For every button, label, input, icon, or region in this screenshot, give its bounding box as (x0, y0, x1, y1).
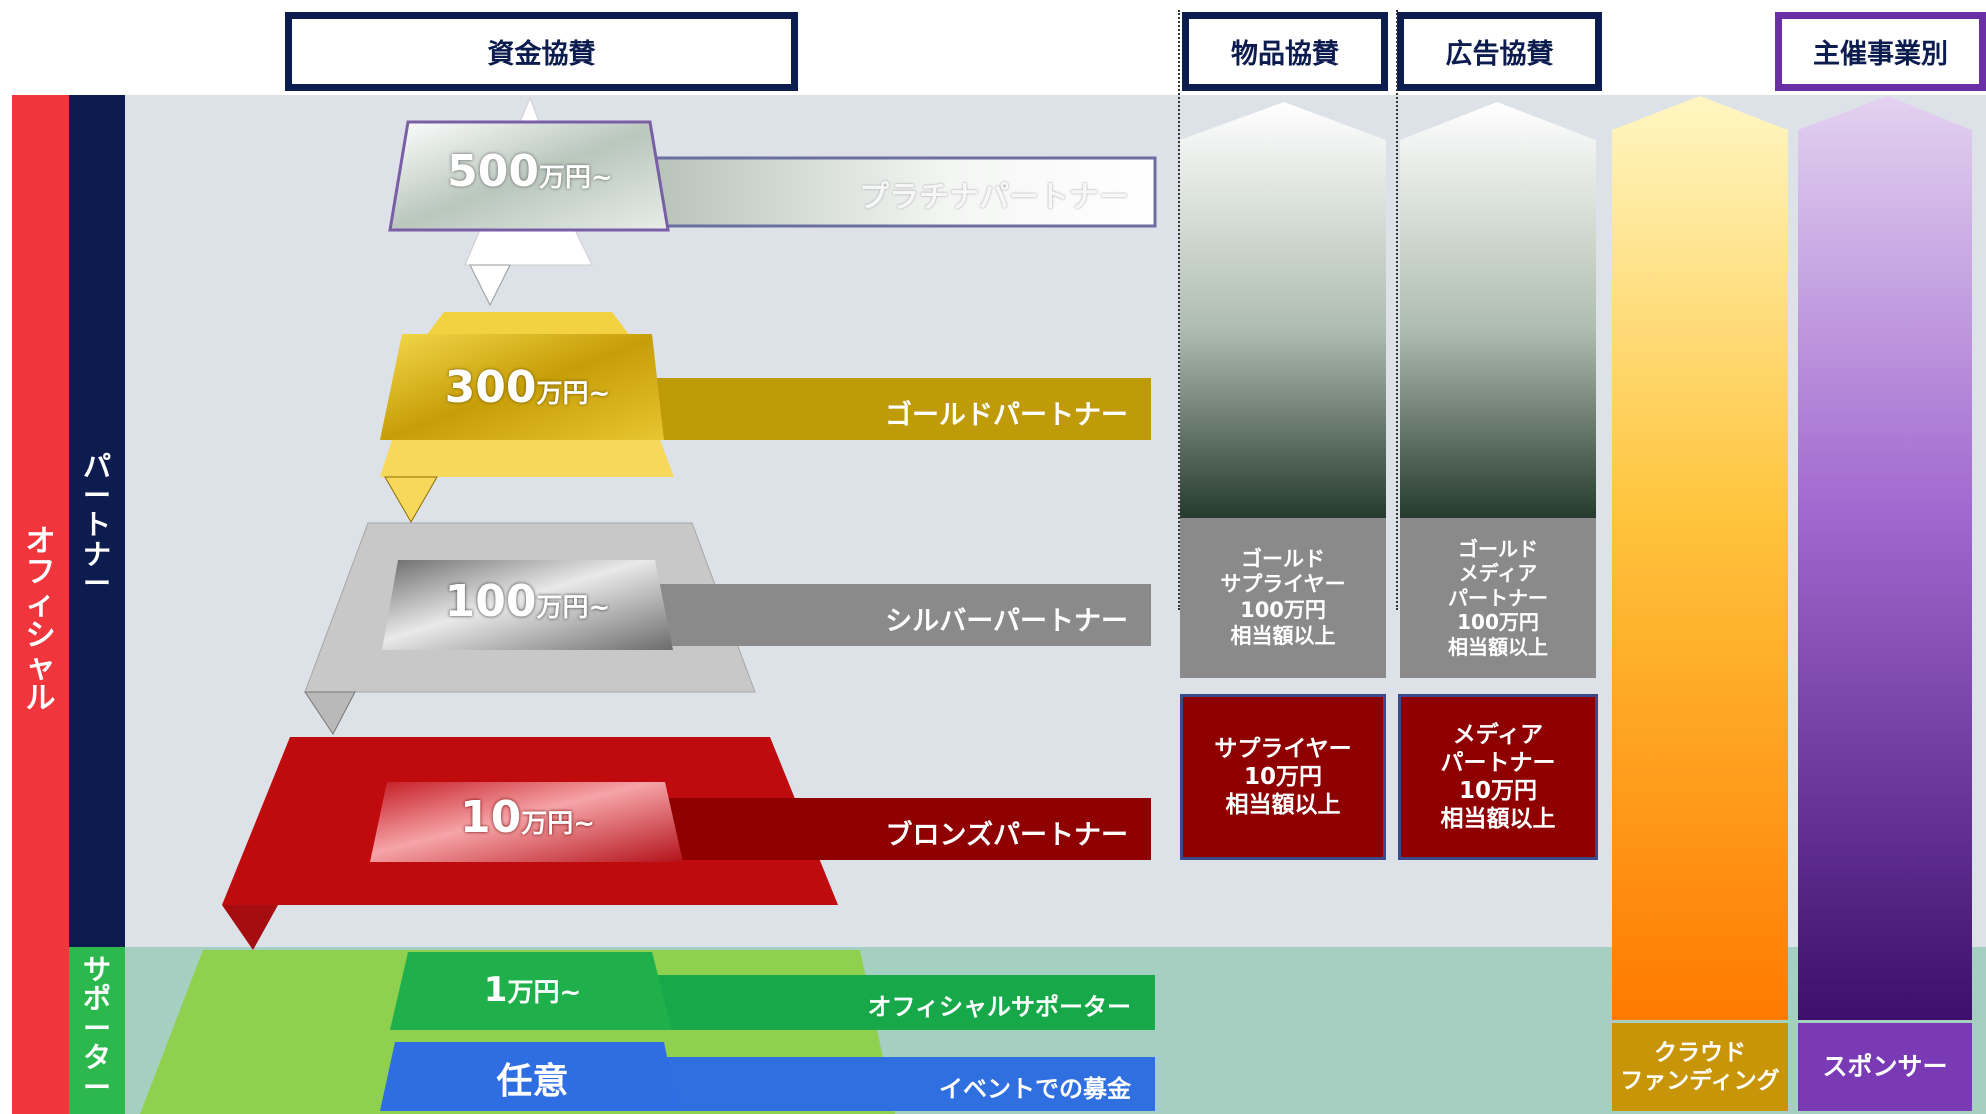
event-fundraising-bar (645, 1057, 1155, 1111)
divider-goods (1178, 10, 1180, 610)
silver-face (382, 560, 673, 650)
goods-column (1180, 102, 1386, 518)
tier-gold-name: ゴールドパートナー (885, 400, 1128, 431)
official-supporter-face (390, 952, 672, 1030)
sponsor-column (1798, 96, 1972, 1020)
bronze-pointer (222, 905, 278, 950)
tier-fundraising-name: イベントでの募金 (939, 1075, 1131, 1103)
partner-label: パ ー ト ナ ー (82, 449, 111, 601)
silver-pointer (304, 691, 356, 735)
header-goods: 物品協賛 (1182, 12, 1388, 91)
bronze-bar (645, 798, 1151, 860)
platinum-face (388, 120, 670, 232)
platinum-pointer (469, 264, 511, 307)
sponsor-box: スポンサー (1798, 1023, 1972, 1111)
tier-fundraising-amount: 任意 (496, 1061, 569, 1102)
gold-bar (645, 378, 1151, 440)
official-band (12, 95, 69, 1114)
header-event: 主催事業別 (1775, 12, 1986, 91)
platinum-arrow-top (519, 96, 540, 123)
gold-bottom-trap (380, 440, 674, 477)
official-supporter-bar (645, 975, 1155, 1030)
tier-platinum-name: プラチナパートナー (859, 180, 1129, 215)
header-financial: 資金協賛 (285, 12, 798, 91)
gold-supplier-box: ゴールド サプライヤー 100万円 相当額以上 (1180, 518, 1386, 678)
gold-top-trap (426, 312, 630, 336)
divider-advertising (1396, 10, 1398, 610)
header-advertising: 広告協賛 (1397, 12, 1602, 91)
crowdfunding-column (1612, 96, 1788, 1020)
tier-bronze-name: ブロンズパートナー (885, 820, 1128, 851)
gold-media-partner-box: ゴールド メディア パートナー 100万円 相当額以上 (1400, 518, 1596, 678)
silver-bar (645, 584, 1151, 646)
official-label: オ フ ィ シ ャ ル (25, 523, 56, 716)
supporter-band (69, 947, 125, 1114)
advertising-column (1400, 102, 1596, 518)
tier-supporter-name: オフィシャルサポーター (867, 993, 1131, 1021)
tier-silver-name: シルバーパートナー (885, 606, 1128, 637)
supporter-label: サ ポ ー タ ー (82, 953, 111, 1104)
platinum-base (464, 229, 593, 266)
gold-pointer (384, 476, 438, 523)
supplier-box: サプライヤー 10万円 相当額以上 (1180, 694, 1386, 860)
partner-band (69, 95, 125, 947)
gold-face (380, 334, 664, 440)
crowdfunding-box: クラウド ファンディング (1612, 1023, 1788, 1111)
media-partner-box: メディア パートナー 10万円 相当額以上 (1398, 694, 1598, 860)
bronze-face (370, 782, 683, 862)
event-fundraising-face (380, 1042, 678, 1111)
